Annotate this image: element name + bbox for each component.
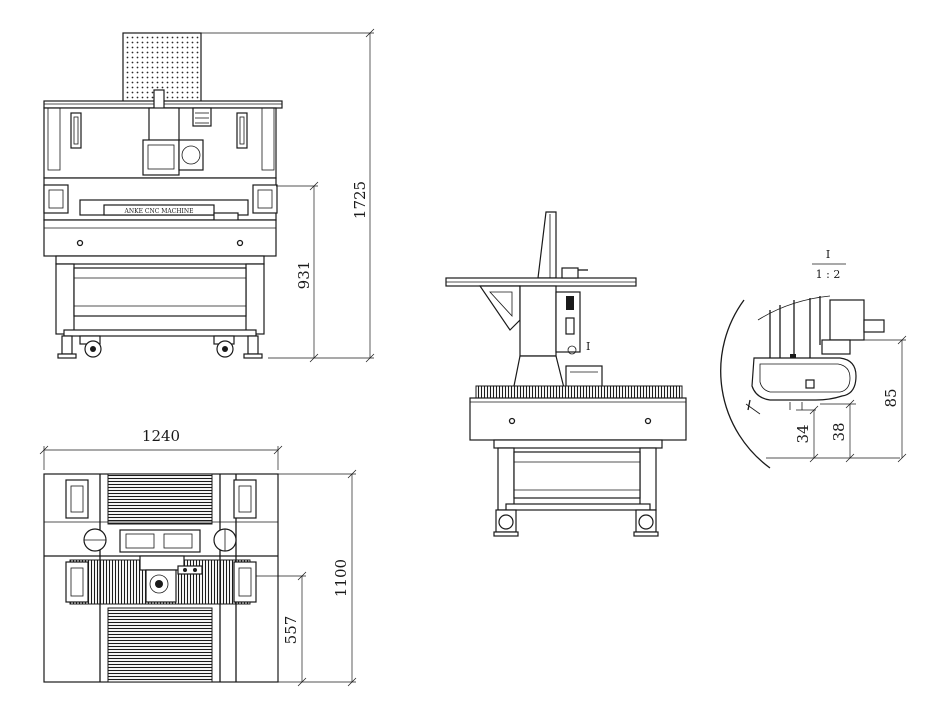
dim-total-height: 1725 — [351, 181, 369, 219]
detail-marker-label: I — [586, 340, 590, 353]
front-dimensions: 1725 931 — [201, 28, 375, 363]
dim-detail-38: 38 — [830, 422, 848, 441]
side-bed — [469, 397, 687, 441]
dim-detail-85: 85 — [882, 388, 900, 407]
side-bellows — [475, 385, 683, 399]
dim-table-height: 931 — [295, 261, 313, 290]
top-bellows-back — [107, 473, 213, 525]
dim-width: 1240 — [142, 427, 180, 445]
side-column — [519, 285, 557, 357]
dim-depth: 1100 — [332, 559, 350, 597]
detail-title: I — [826, 248, 830, 261]
nameplate — [103, 204, 215, 216]
front-view: ANKE CNC MACHINE — [43, 32, 283, 359]
detail-view: I 1 : 2 85 38 — [720, 248, 907, 469]
dim-detail-34: 34 — [794, 424, 812, 443]
top-dimensions: 1240 1100 557 — [39, 427, 357, 687]
dim-half-depth: 557 — [282, 616, 300, 645]
detail-casing — [751, 357, 857, 401]
top-bellows-front — [107, 607, 213, 683]
top-view — [43, 473, 279, 683]
side-view: I — [445, 211, 687, 537]
detail-scale: 1 : 2 — [816, 268, 841, 281]
nameplate-text: ANKE CNC MACHINE — [124, 208, 194, 215]
